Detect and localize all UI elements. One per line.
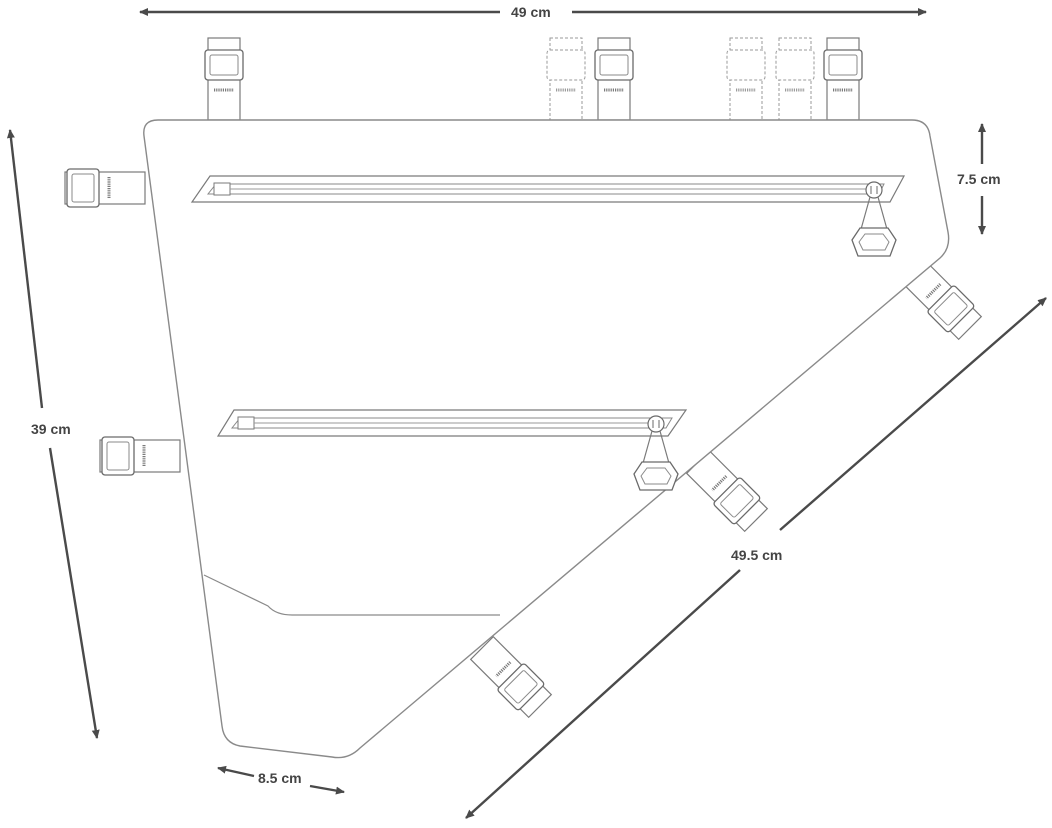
top-strap-optional	[725, 36, 767, 122]
diagonal-label: 49.5 cm	[728, 547, 786, 563]
bottom-width-label: 8.5 cm	[255, 770, 305, 786]
top-strap	[593, 36, 635, 122]
top-straps	[203, 36, 864, 122]
top-strap	[822, 36, 864, 122]
top-strap-optional	[545, 36, 587, 122]
top-depth-label: 7.5 cm	[954, 171, 1004, 187]
top-strap	[203, 36, 245, 122]
bottom-arrow-right	[309, 784, 345, 795]
bag-outline	[143, 119, 950, 759]
lower-zipper	[216, 409, 688, 491]
height-arrow-top	[6, 129, 44, 409]
dimension-arrows	[6, 8, 1047, 819]
bottom-arrow-left	[217, 765, 255, 778]
width-label: 49 cm	[508, 4, 554, 20]
diagonal-arrow-top	[779, 297, 1047, 531]
left-strap	[63, 167, 147, 209]
height-label: 39 cm	[28, 421, 74, 437]
panel-seam	[203, 574, 500, 616]
upper-zipper	[190, 175, 906, 257]
diagonal-arrow-bottom	[465, 569, 741, 819]
height-arrow-bottom	[48, 447, 100, 739]
left-strap	[98, 435, 182, 477]
diagonal-strap	[467, 633, 555, 721]
top-strap-optional	[774, 36, 816, 122]
